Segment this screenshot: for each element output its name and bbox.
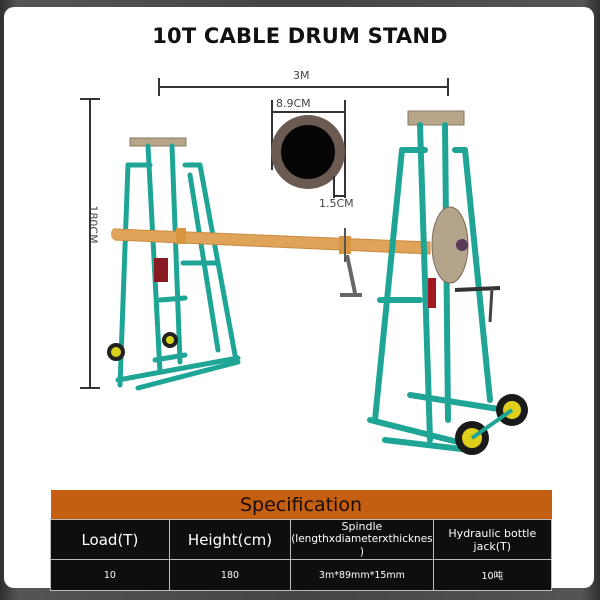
spindle-shaft bbox=[114, 228, 431, 255]
length-dimension-label: 3M bbox=[293, 69, 310, 82]
left-hydraulic-jack bbox=[154, 258, 168, 282]
length-dimension-line bbox=[159, 86, 448, 88]
cell-hydraulic-jack: 10吨 bbox=[432, 559, 553, 591]
spindle-sublabel: (lengthxdiameterxthicknes​) bbox=[291, 533, 433, 558]
cell-spindle: 3m*89mm*15mm bbox=[290, 559, 434, 591]
length-dimension-cap-right bbox=[447, 78, 449, 96]
pipe-diameter-label: 8.9CM bbox=[276, 97, 311, 110]
specification-heading: Specification bbox=[50, 490, 552, 520]
column-header-height: Height(cm) bbox=[168, 519, 292, 560]
pipe-cross-section-diagram bbox=[271, 100, 346, 198]
specification-table: Specification Load(T) Height(cm) Spindle… bbox=[50, 490, 553, 591]
length-dimension-cap-left bbox=[158, 78, 160, 96]
page-title: 10T CABLE DRUM STAND bbox=[152, 24, 448, 48]
cell-height: 180 bbox=[168, 559, 292, 591]
height-dimension-line bbox=[89, 99, 91, 388]
cell-load: 10 bbox=[50, 559, 170, 591]
column-header-load: Load(T) bbox=[50, 519, 170, 560]
column-header-spindle: Spindle (lengthxdiameterxthicknes​) bbox=[290, 519, 434, 560]
cable-drum-stand-illustration bbox=[107, 110, 528, 455]
spindle-label: Spindle bbox=[341, 520, 383, 533]
table-header-row: Load(T) Height(cm) Spindle (lengthxdiame… bbox=[50, 519, 553, 560]
right-hydraulic-jack bbox=[428, 278, 436, 308]
table-row: 10 180 3m*89mm*15mm 10吨 bbox=[50, 559, 553, 591]
column-header-hydraulic-jack: Hydraulic bottle jack(T) bbox=[432, 519, 553, 560]
height-dimension-cap-bottom bbox=[80, 387, 100, 389]
left-stand bbox=[115, 137, 241, 391]
right-stand bbox=[367, 110, 508, 453]
height-dimension-cap-top bbox=[80, 98, 100, 100]
pipe-thickness-label: 1.5CM bbox=[319, 197, 354, 210]
